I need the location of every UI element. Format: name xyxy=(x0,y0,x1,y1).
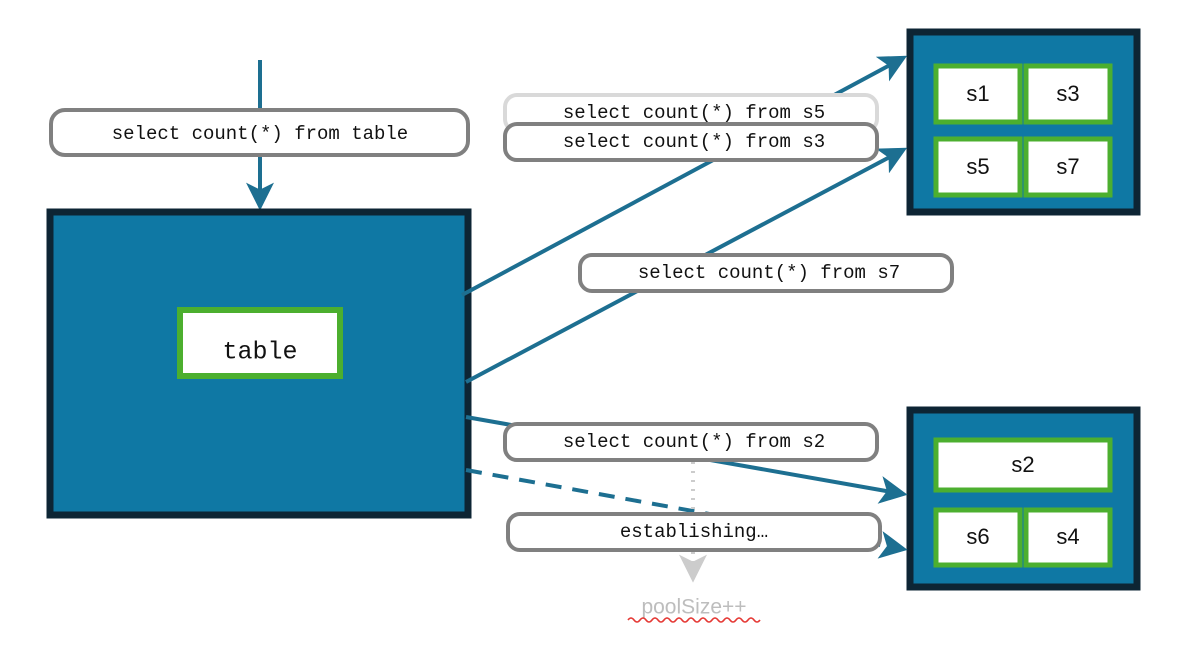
session-box-s4[interactable] xyxy=(1023,507,1113,568)
session-label-s4: s4 xyxy=(1056,524,1079,549)
query-label-s7-text: select count(*) from s7 xyxy=(638,262,900,284)
establishing-label[interactable]: establishing… xyxy=(506,512,882,552)
query-label-s3[interactable]: select count(*) from s3 xyxy=(503,122,879,162)
session-label-s1: s1 xyxy=(966,81,989,106)
arrow-establishing xyxy=(465,468,908,559)
query-label-s5-text: select count(*) from s5 xyxy=(563,102,825,124)
table-node-box[interactable] xyxy=(177,307,343,379)
main-pool[interactable]: table xyxy=(46,208,472,519)
session-box-s6[interactable] xyxy=(933,507,1023,568)
pool-size-note: poolSize++ xyxy=(627,596,761,623)
session-box-s7[interactable] xyxy=(1023,136,1113,198)
query-label-s2-text: select count(*) from s2 xyxy=(563,431,825,453)
establishing-label-text: establishing… xyxy=(620,521,768,543)
pool-size-note-text: poolSize++ xyxy=(641,596,746,619)
query-label-s2-box[interactable] xyxy=(503,422,879,462)
session-label-s7: s7 xyxy=(1056,154,1079,179)
session-box-s3[interactable] xyxy=(1023,63,1113,125)
session-box-s2[interactable] xyxy=(933,437,1113,493)
session-label-s2: s2 xyxy=(1011,452,1034,477)
session-box-s5[interactable] xyxy=(933,136,1023,198)
establishing-label-box[interactable] xyxy=(506,512,882,552)
session-label-s6: s6 xyxy=(966,524,989,549)
query-label-s7[interactable]: select count(*) from s7 xyxy=(578,253,954,293)
session-label-s5: s5 xyxy=(966,154,989,179)
query-label-table-text: select count(*) from table xyxy=(112,123,408,145)
query-label-s3-box[interactable] xyxy=(503,122,879,162)
table-node-label: table xyxy=(222,338,297,367)
session-label-s3: s3 xyxy=(1056,81,1079,106)
query-label-table-box[interactable] xyxy=(49,108,470,157)
query-label-s2[interactable]: select count(*) from s2 xyxy=(503,422,879,462)
top-right-pool[interactable]: s1 s3 s5 s7 xyxy=(906,28,1141,216)
query-label-s3-text: select count(*) from s3 xyxy=(563,131,825,153)
query-label-s7-box[interactable] xyxy=(578,253,954,293)
spellcheck-underline xyxy=(627,617,761,623)
bottom-right-pool[interactable]: s2 s6 s4 xyxy=(906,406,1141,591)
session-box-s1[interactable] xyxy=(933,63,1023,125)
query-label-table[interactable]: select count(*) from table xyxy=(49,108,470,157)
